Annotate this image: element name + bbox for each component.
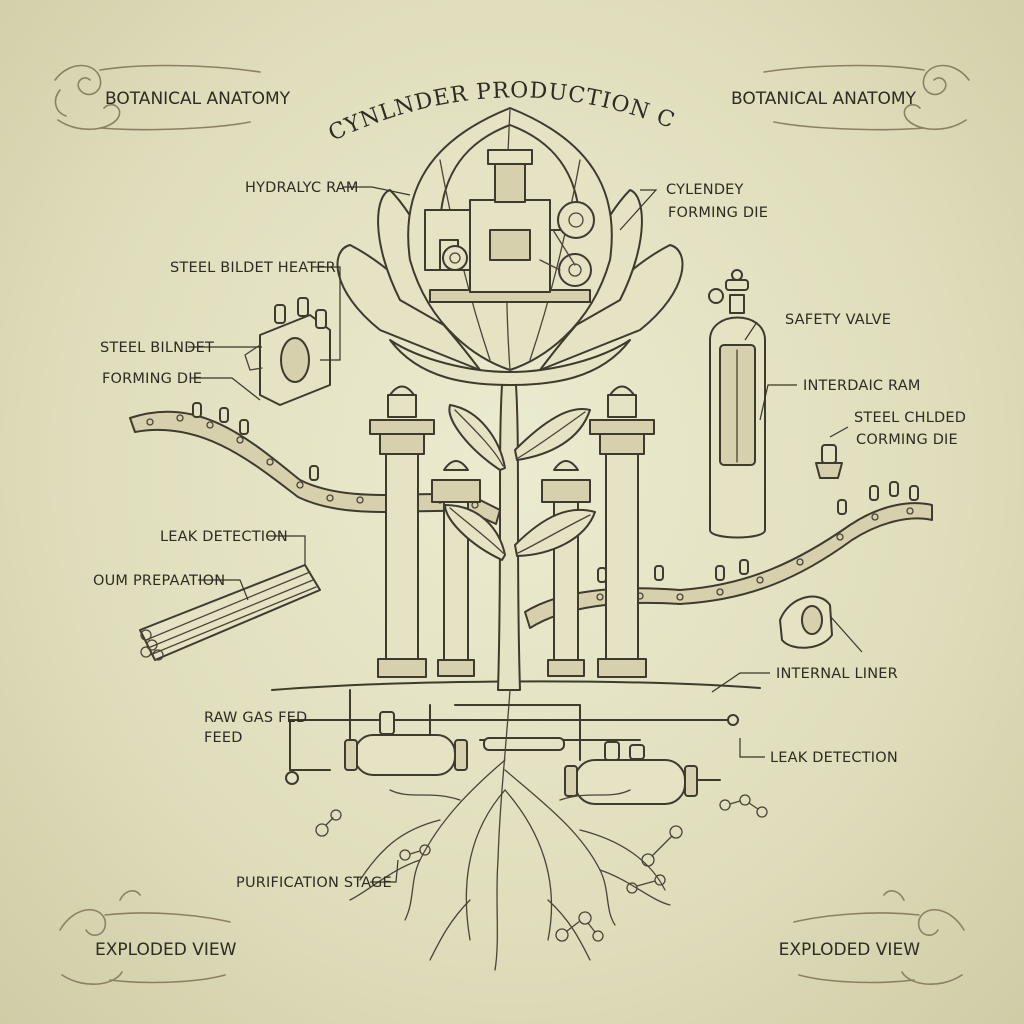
label-leak-detection-right: LEAK DETECTION (770, 750, 898, 766)
label-raw-gas-feed-line1: RAW GAS FED (204, 710, 307, 726)
corner-ornament-top-left (54, 64, 261, 131)
label-leak-detection-left: LEAK DETECTION (160, 529, 288, 545)
rod-bundle (139, 564, 321, 661)
column-far-left (369, 385, 435, 678)
internal-liner-part (779, 595, 833, 649)
tank-left (344, 711, 468, 776)
corner-ornament-top-right (763, 64, 970, 131)
label-steel-billet-heater: STEEL BILDET HEATER (170, 260, 336, 276)
label-steel-billet: STEEL BILNDET (100, 340, 214, 356)
label-internal-ram: INTERDAIC RAM (803, 378, 921, 394)
label-cylinder-forming-die-line1: CYLENDEY (666, 182, 744, 198)
label-cylinder-forming-die-line2: FORMING DIE (668, 205, 768, 221)
valve-fitting (815, 444, 843, 479)
column-right-inner (541, 460, 591, 677)
leader-lines (188, 186, 863, 883)
corner-label-top-left: BOTANICAL ANATOMY (105, 89, 291, 109)
molecule-cluster (315, 794, 768, 942)
press-machinery (424, 149, 595, 303)
corner-ornament-bottom-left (59, 890, 231, 986)
label-steel-childed-line1: STEEL CHLDED (854, 410, 966, 426)
tank-right (564, 741, 698, 805)
label-purification-stage: PURIFICATION STAGE (236, 875, 392, 891)
diagram-title: GAS CYNLNDER PRODUCTION CYCLE (0, 0, 678, 146)
corner-label-top-right: BOTANICAL ANATOMY (731, 89, 917, 109)
label-internal-liner: INTERNAL LINER (776, 666, 898, 682)
steel-billet-part (244, 297, 331, 406)
pipe-network (285, 689, 739, 785)
label-raw-gas-feed-line2: FEED (204, 730, 243, 746)
plant-stem (444, 384, 596, 691)
column-far-right (589, 385, 655, 678)
corner-ornament-bottom-right (793, 890, 965, 986)
pipe-coupling (483, 737, 565, 751)
plant-roots (349, 689, 671, 971)
label-oum-preparation: OUM PREPAATION (93, 573, 225, 589)
corner-label-bottom-left: EXPLODED VIEW (95, 940, 237, 960)
column-left-inner (431, 460, 481, 677)
label-steel-childed-line2: CORMING DIE (856, 432, 958, 448)
label-forming-die: FORMING DIE (102, 371, 202, 387)
gas-cylinder (708, 269, 766, 539)
corner-label-bottom-right: EXPLODED VIEW (779, 940, 921, 960)
label-safety-valve: SAFETY VALVE (785, 312, 891, 328)
label-hydraulic-ram: HYDRALYC RAM (245, 180, 359, 196)
